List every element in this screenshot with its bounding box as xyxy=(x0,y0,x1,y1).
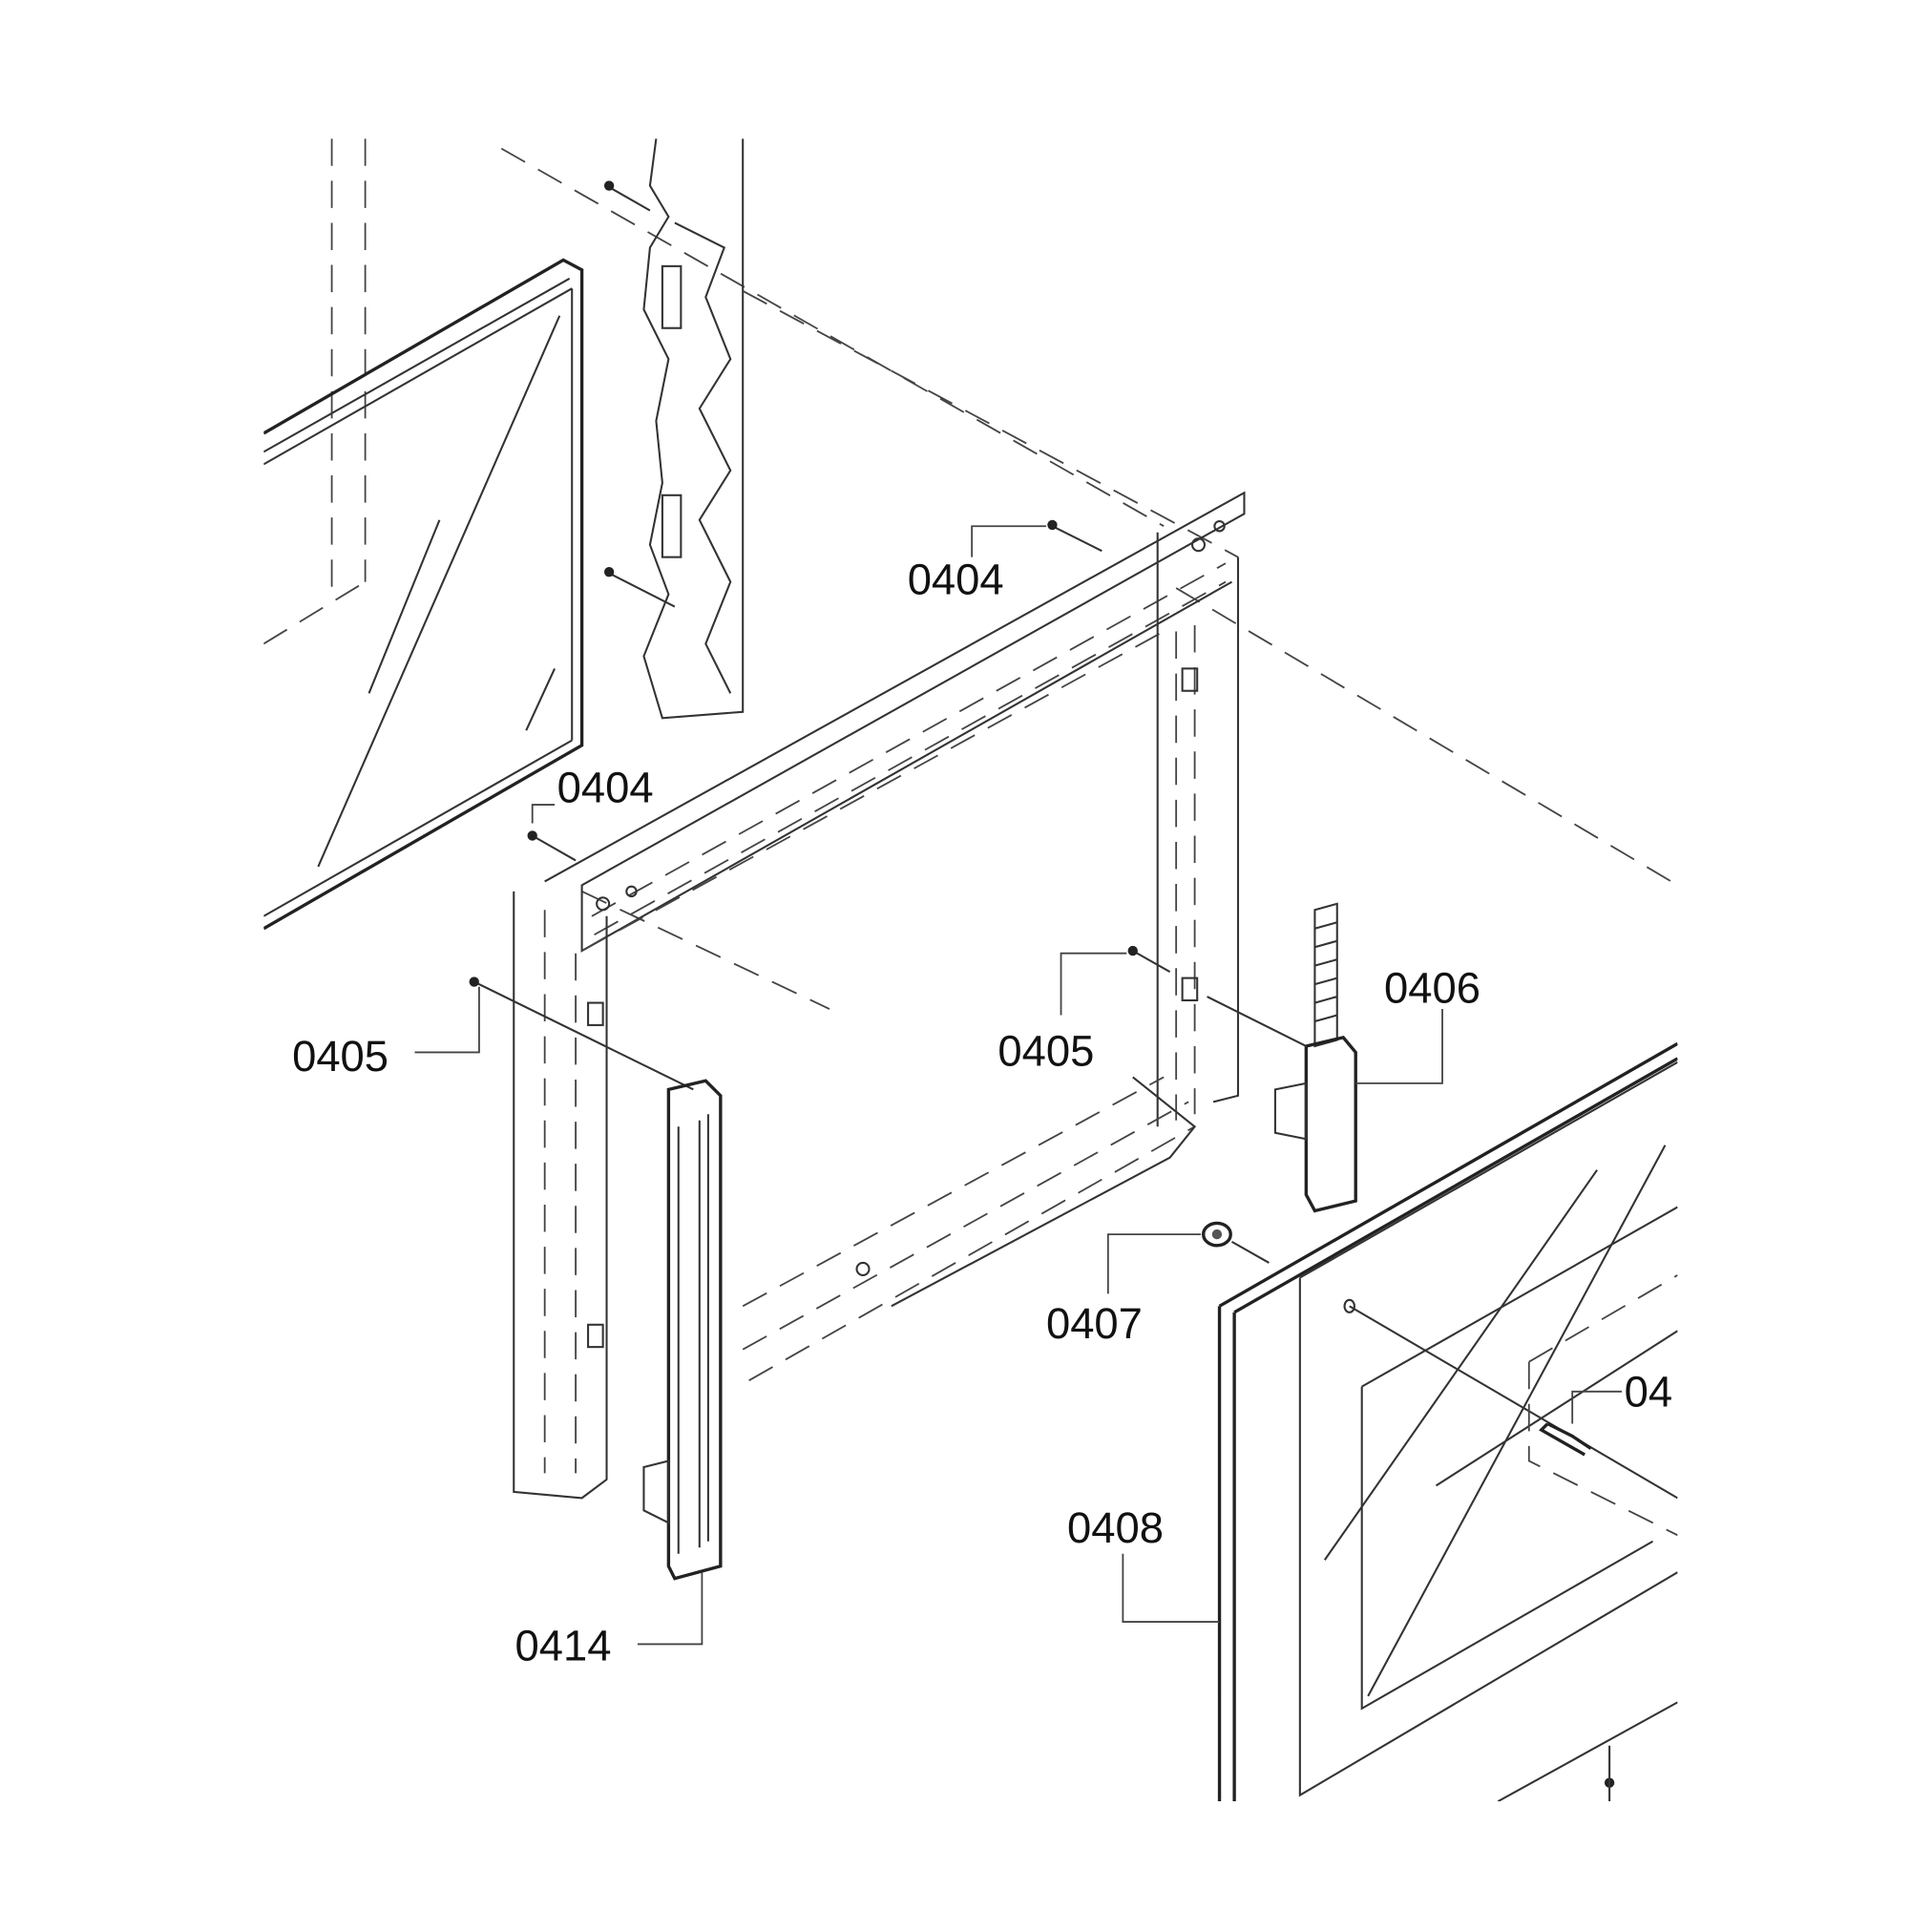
part-label-0408: 0408 xyxy=(1067,1503,1164,1552)
side-bracket xyxy=(603,138,745,720)
hinge-left xyxy=(642,1079,723,1581)
assembly-guide-lines xyxy=(500,147,1678,1010)
door xyxy=(1217,1041,1678,1802)
screw-icon xyxy=(603,180,615,191)
part-label-0405-left: 0405 xyxy=(292,1032,388,1081)
screws xyxy=(469,519,1171,1091)
door-frame xyxy=(513,491,1246,1500)
screw-icon xyxy=(527,830,537,841)
part-label-0405-right: 0405 xyxy=(998,1027,1094,1076)
screw-icon xyxy=(1047,519,1058,531)
leader-lines xyxy=(414,525,1623,1646)
nut xyxy=(1201,1221,1270,1264)
hinge-right xyxy=(1207,902,1357,1213)
part-label-0414: 0414 xyxy=(515,1621,612,1670)
part-label-0406: 0406 xyxy=(1384,964,1480,1013)
glass-panel xyxy=(263,138,584,931)
part-label-0404-top: 0404 xyxy=(908,556,1004,604)
part-label-0404-left: 0404 xyxy=(557,763,654,811)
part-label-04-partial: 04 xyxy=(1625,1367,1672,1416)
screw-icon xyxy=(469,976,479,987)
screw-icon xyxy=(603,567,615,578)
screw-icon xyxy=(1127,945,1138,956)
part-label-0407: 0407 xyxy=(1046,1299,1143,1348)
